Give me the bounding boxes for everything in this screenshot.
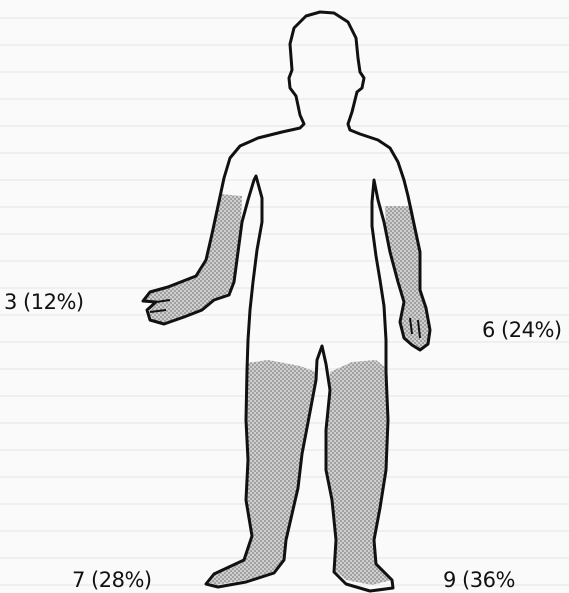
shaded-left-arm (145, 194, 242, 323)
shaded-right-arm (385, 206, 430, 350)
left-leg-label: 7 (28%) (72, 568, 152, 592)
left-arm-label: 3 (12%) (4, 290, 84, 314)
right-arm-label: 6 (24%) (482, 318, 562, 342)
right-leg-label: 9 (36% (443, 568, 515, 592)
